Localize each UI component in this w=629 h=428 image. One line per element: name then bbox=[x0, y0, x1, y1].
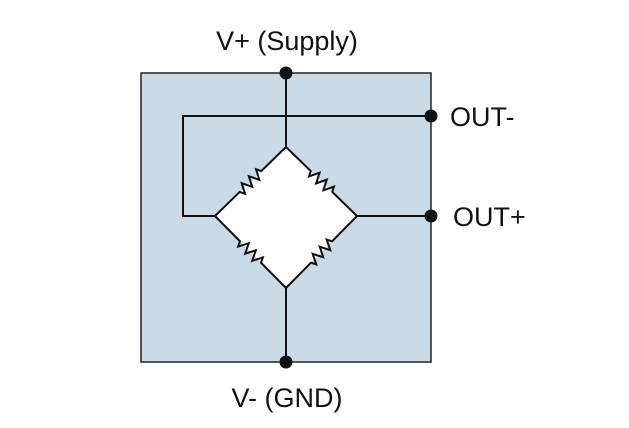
ground-label: V- (GND) bbox=[232, 383, 343, 413]
out-pos-label: OUT+ bbox=[453, 202, 526, 232]
out-neg-wire bbox=[182, 115, 431, 217]
out-neg-terminal-dot bbox=[424, 109, 438, 123]
ground-terminal-dot bbox=[279, 355, 293, 369]
out-pos-terminal-dot bbox=[424, 209, 438, 223]
supply-terminal-dot bbox=[279, 66, 293, 80]
resistor-upper-right bbox=[285, 146, 358, 217]
resistor-lower-left bbox=[214, 215, 287, 289]
resistor-upper-left bbox=[214, 146, 287, 217]
out-neg-label: OUT- bbox=[450, 102, 515, 132]
supply-label: V+ (Supply) bbox=[216, 26, 358, 56]
resistor-lower-right bbox=[285, 215, 358, 289]
